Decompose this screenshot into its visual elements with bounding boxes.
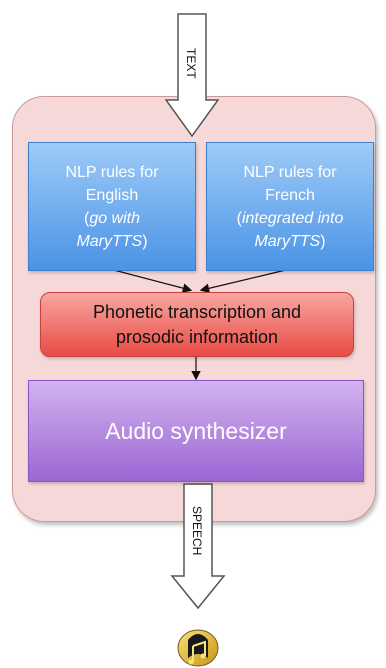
nlp-rules-french-box: NLP rules for French (integrated into Ma…: [206, 142, 374, 271]
paren-open: (: [83, 209, 90, 227]
nlp-english-note-line1: (go with: [29, 207, 195, 230]
arrow-french-to-phonetic: [199, 268, 291, 293]
input-arrow: TEXT: [164, 13, 220, 138]
nlp-french-line1: NLP rules for: [243, 163, 337, 181]
nlp-french-note-line2: MaryTTS): [207, 230, 373, 253]
input-arrow-label: TEXT: [184, 48, 198, 79]
nlp-french-note-product: MaryTTS: [254, 232, 321, 250]
output-arrow: SPEECH: [170, 483, 226, 610]
music-note-icon: [177, 629, 219, 667]
nlp-english-note-text: go with: [89, 209, 141, 227]
nlp-english-line2: English: [85, 186, 139, 204]
audio-synthesizer-box: Audio synthesizer: [28, 380, 364, 482]
arrow-english-to-phonetic: [109, 268, 193, 293]
nlp-rules-english-box: NLP rules for English (go with MaryTTS): [28, 142, 196, 271]
nlp-french-note-text: integrated into: [241, 209, 344, 227]
nlp-english-note-line2: MaryTTS): [29, 230, 195, 253]
audio-synthesizer-label: Audio synthesizer: [105, 417, 287, 444]
phonetic-transcription-box: Phonetic transcription and prosodic info…: [40, 292, 354, 357]
phonetic-line1: Phonetic transcription and: [92, 301, 302, 322]
paren-close: ): [320, 232, 326, 250]
phonetic-line2: prosodic information: [115, 326, 279, 347]
paren-open: (: [236, 209, 242, 227]
nlp-french-note-line1: (integrated into: [207, 207, 373, 230]
nlp-french-line2: French: [265, 186, 315, 204]
paren-close: ): [142, 232, 148, 250]
nlp-english-note-product: MaryTTS: [76, 232, 143, 250]
nlp-english-line1: NLP rules for: [65, 163, 159, 181]
output-arrow-label: SPEECH: [190, 506, 204, 555]
